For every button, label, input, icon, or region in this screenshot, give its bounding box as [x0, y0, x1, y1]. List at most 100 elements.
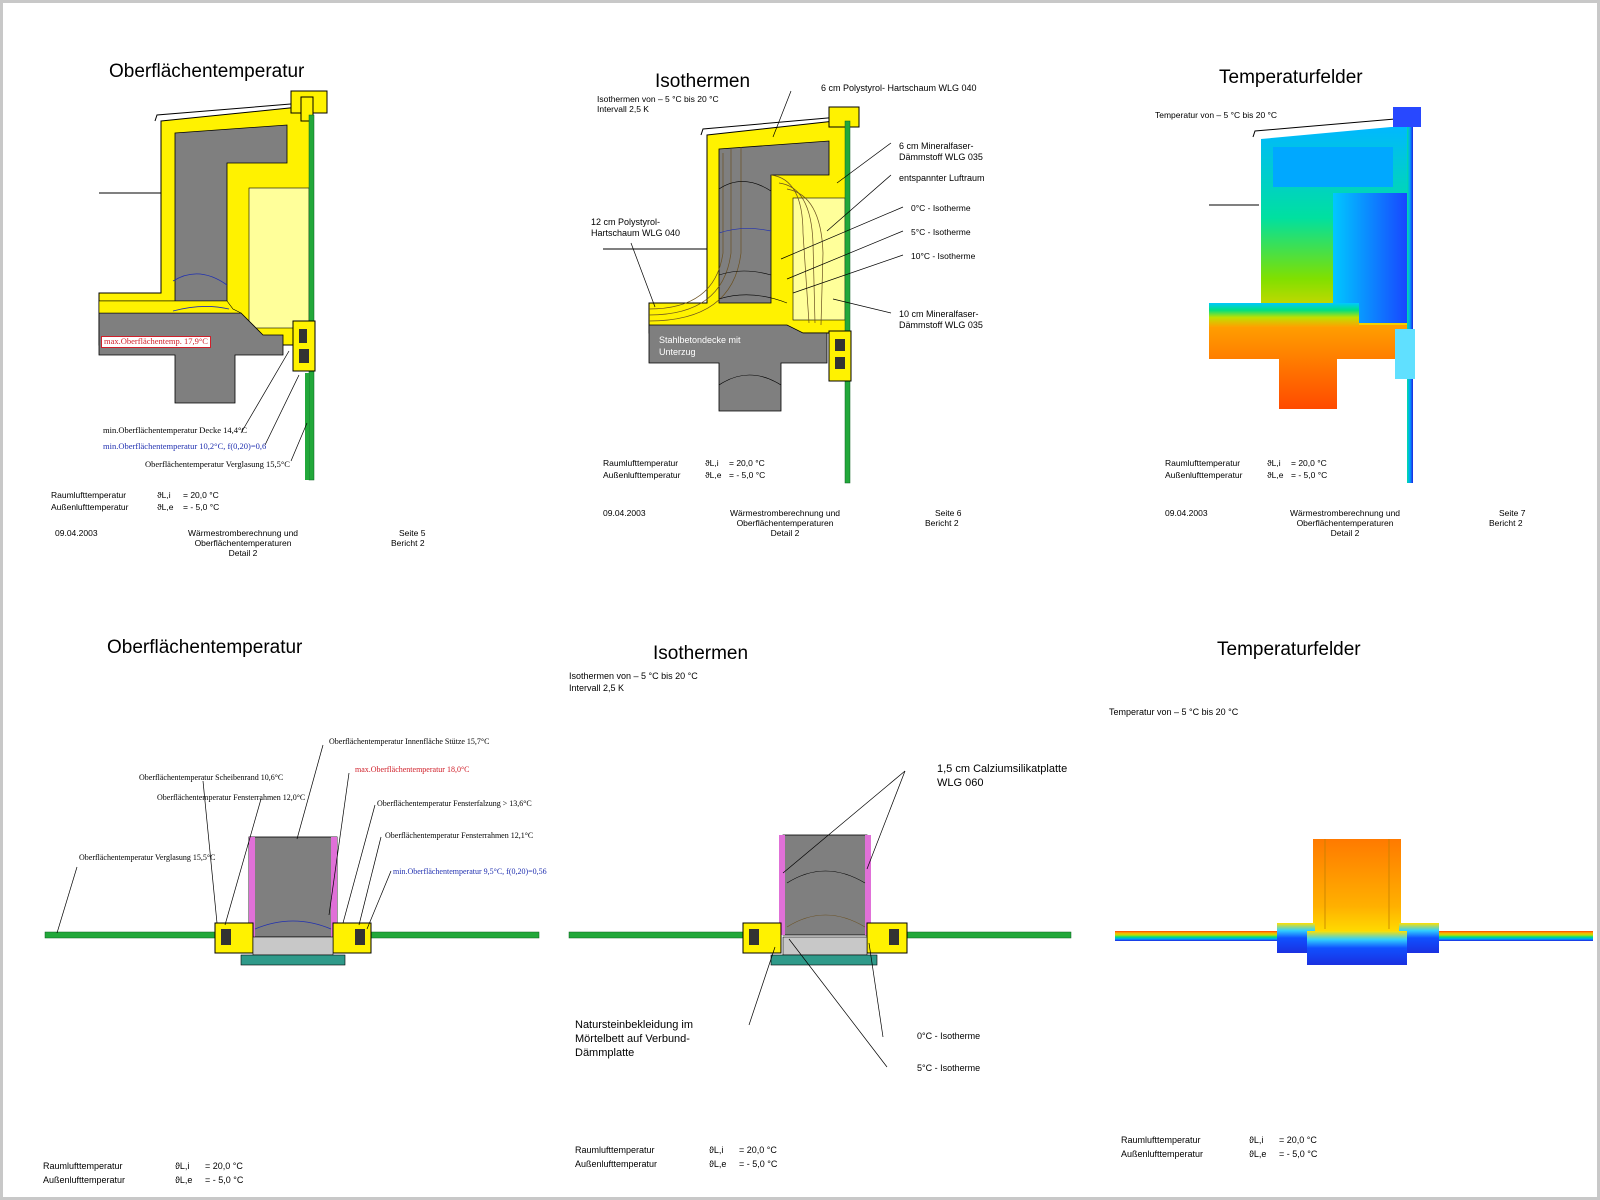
p3-report: Bericht 2: [1489, 518, 1523, 528]
p2-label-iso0: 0°C - Isotherme: [911, 203, 971, 213]
p1-min-decke-label: min.Oberflächentemperatur Decke 14,4°C: [103, 425, 248, 435]
drawings-canvas: [44, 90, 1593, 1068]
p6-val-e: = - 5,0 °C: [1279, 1149, 1318, 1159]
p1-footer-line1: Wärmestromberechnung und: [187, 528, 299, 538]
p2-label-luft: entspannter Luftraum: [899, 173, 985, 183]
p4-val-i: = 20,0 °C: [205, 1161, 243, 1171]
p2-detail-drawing: [603, 90, 904, 484]
p2-footer-line1: Wärmestromberechnung und: [729, 508, 841, 518]
p4-max-temp-label: max.Oberflächentemperatur 18,0°C: [355, 765, 470, 774]
p5-val-e: = - 5,0 °C: [739, 1159, 778, 1169]
p5-sym-i: ϑL,i: [709, 1145, 724, 1155]
p2-label-min6-line2: Dämmstoff WLG 035: [899, 152, 983, 162]
p1-min-f-label: min.Oberflächentemperatur 10,2°C, f(0,20…: [103, 441, 267, 451]
p4-min-f-label: min.Oberflächentemperatur 9,5°C, f(0,20)…: [393, 867, 547, 876]
p3-sym-i: ϑL,i: [1267, 458, 1281, 468]
p5-detail-drawing: [568, 770, 1072, 1068]
p2-label-beton-line1: Stahlbetondecke mit: [659, 335, 741, 345]
p4-innenflaeche-label: Oberflächentemperatur Innenfläche Stütze…: [329, 737, 490, 746]
p6-val-i: = 20,0 °C: [1279, 1135, 1317, 1145]
p2-iso-range: Isothermen von – 5 °C bis 20 °C: [597, 94, 719, 104]
p2-page: Seite 6: [935, 508, 962, 518]
p5-calzium-line2: WLG 060: [937, 777, 984, 789]
p5-aussenluft-label: Außenlufttemperatur: [575, 1159, 658, 1169]
p3-val-i: = 20,0 °C: [1291, 458, 1327, 468]
p5-val-i: = 20,0 °C: [739, 1145, 777, 1155]
p1-footer-line2: Oberflächentemperaturen: [194, 538, 292, 548]
p2-label-min6-line1: 6 cm Mineralfaser-: [899, 141, 974, 151]
p2-raumluft-label: Raumlufttemperatur: [603, 458, 679, 468]
p2-label-iso10: 10°C - Isotherme: [911, 251, 976, 261]
p5-naturstein-line1: Natursteinbekleidung im: [575, 1019, 694, 1031]
p4-detail-drawing: [44, 744, 540, 966]
p2-label-iso5: 5°C - Isotherme: [911, 227, 971, 237]
p5-calzium-line1: 1,5 cm Calziumsilikatplatte: [937, 763, 1068, 775]
p5-iso-range: Isothermen von – 5 °C bis 20 °C: [569, 671, 698, 681]
p6-sym-e: ϑL,e: [1249, 1149, 1267, 1159]
p4-sym-i: ϑL,i: [175, 1161, 190, 1171]
p4-raumluft-label: Raumlufttemperatur: [43, 1161, 123, 1171]
p3-title: Temperaturfelder: [1219, 67, 1363, 88]
p3-val-e: = - 5,0 °C: [1291, 470, 1328, 480]
p1-verglasung-label: Oberflächentemperatur Verglasung 15,5°C: [145, 459, 290, 469]
p2-date: 09.04.2003: [603, 508, 646, 518]
p1-sym-i: ϑL,i: [157, 490, 171, 500]
p6-temp-range: Temperatur von – 5 °C bis 20 °C: [1109, 707, 1239, 717]
p3-detail-drawing: [1209, 107, 1421, 483]
p3-date: 09.04.2003: [1165, 508, 1208, 518]
p6-detail-drawing: [1115, 839, 1593, 965]
p6-sym-i: ϑL,i: [1249, 1135, 1264, 1145]
p2-label-min10-line2: Dämmstoff WLG 035: [899, 320, 983, 330]
p1-footer-line3: Detail 2: [228, 548, 258, 558]
p1-detail-drawing: [98, 90, 328, 481]
p2-interval: Intervall 2,5 K: [597, 104, 649, 114]
p4-verglasung-label: Oberflächentemperatur Verglasung 15,5°C: [79, 853, 216, 862]
p2-label-min10-line1: 10 cm Mineralfaser-: [899, 309, 979, 319]
p3-temp-range: Temperatur von – 5 °C bis 20 °C: [1155, 110, 1278, 120]
p1-aussenluft-label: Außenlufttemperatur: [51, 502, 129, 512]
p3-raumluft-label: Raumlufttemperatur: [1165, 458, 1241, 468]
p5-naturstein-line2: Mörtelbett auf Verbund-: [575, 1033, 690, 1045]
p6-title: Temperaturfelder: [1217, 639, 1361, 660]
p5-naturstein-line3: Dämmplatte: [575, 1047, 635, 1059]
p5-interval: Intervall 2,5 K: [569, 683, 625, 693]
p3-sym-e: ϑL,e: [1267, 470, 1284, 480]
p4-sym-e: ϑL,e: [175, 1175, 193, 1185]
p2-footer-line3: Detail 2: [770, 528, 800, 538]
p5-sym-e: ϑL,e: [709, 1159, 727, 1169]
p1-report: Bericht 2: [391, 538, 425, 548]
p2-label-poly12-line2: Hartschaum WLG 040: [591, 228, 681, 238]
p1-raumluft-label: Raumlufttemperatur: [51, 490, 127, 500]
p1-page: Seite 5: [399, 528, 426, 538]
p1-sym-e: ϑL,e: [157, 502, 174, 512]
p5-iso0-label: 0°C - Isotherme: [917, 1031, 981, 1041]
p4-val-e: = - 5,0 °C: [205, 1175, 244, 1185]
p1-max-temp-label: max.Oberflächentemp. 17,9°C: [101, 336, 211, 348]
p3-footer-line2: Oberflächentemperaturen: [1296, 518, 1394, 528]
p4-fensterrahmen-r-label: Oberflächentemperatur Fensterrahmen 12,1…: [385, 831, 534, 840]
p4-fensterrahmen-l-label: Oberflächentemperatur Fensterrahmen 12,0…: [157, 793, 306, 802]
p2-label-beton-line2: Unterzug: [659, 347, 696, 357]
p3-page: Seite 7: [1499, 508, 1526, 518]
p1-date: 09.04.2003: [55, 528, 98, 538]
p3-footer-line1: Wärmestromberechnung und: [1289, 508, 1401, 518]
p6-raumluft-label: Raumlufttemperatur: [1121, 1135, 1201, 1145]
p2-val-e: = - 5,0 °C: [729, 470, 766, 480]
p2-sym-e: ϑL,e: [705, 470, 722, 480]
p3-aussenluft-label: Außenlufttemperatur: [1165, 470, 1243, 480]
p4-scheibenrand-label: Oberflächentemperatur Scheibenrand 10,6°…: [139, 773, 284, 782]
p6-aussenluft-label: Außenlufttemperatur: [1121, 1149, 1204, 1159]
p4-fensterfalz-label: Oberflächentemperatur Fensterfalzung > 1…: [377, 799, 532, 808]
p2-val-i: = 20,0 °C: [729, 458, 765, 468]
p5-iso5-label: 5°C - Isotherme: [917, 1063, 981, 1073]
p1-val-e: = - 5,0 °C: [183, 502, 220, 512]
p5-raumluft-label: Raumlufttemperatur: [575, 1145, 655, 1155]
p2-sym-i: ϑL,i: [705, 458, 719, 468]
p2-report: Bericht 2: [925, 518, 959, 528]
p2-aussenluft-label: Außenlufttemperatur: [603, 470, 681, 480]
p4-aussenluft-label: Außenlufttemperatur: [43, 1175, 126, 1185]
p1-val-i: = 20,0 °C: [183, 490, 219, 500]
p4-title: Oberflächentemperatur: [107, 637, 303, 658]
p3-footer-line3: Detail 2: [1330, 528, 1360, 538]
